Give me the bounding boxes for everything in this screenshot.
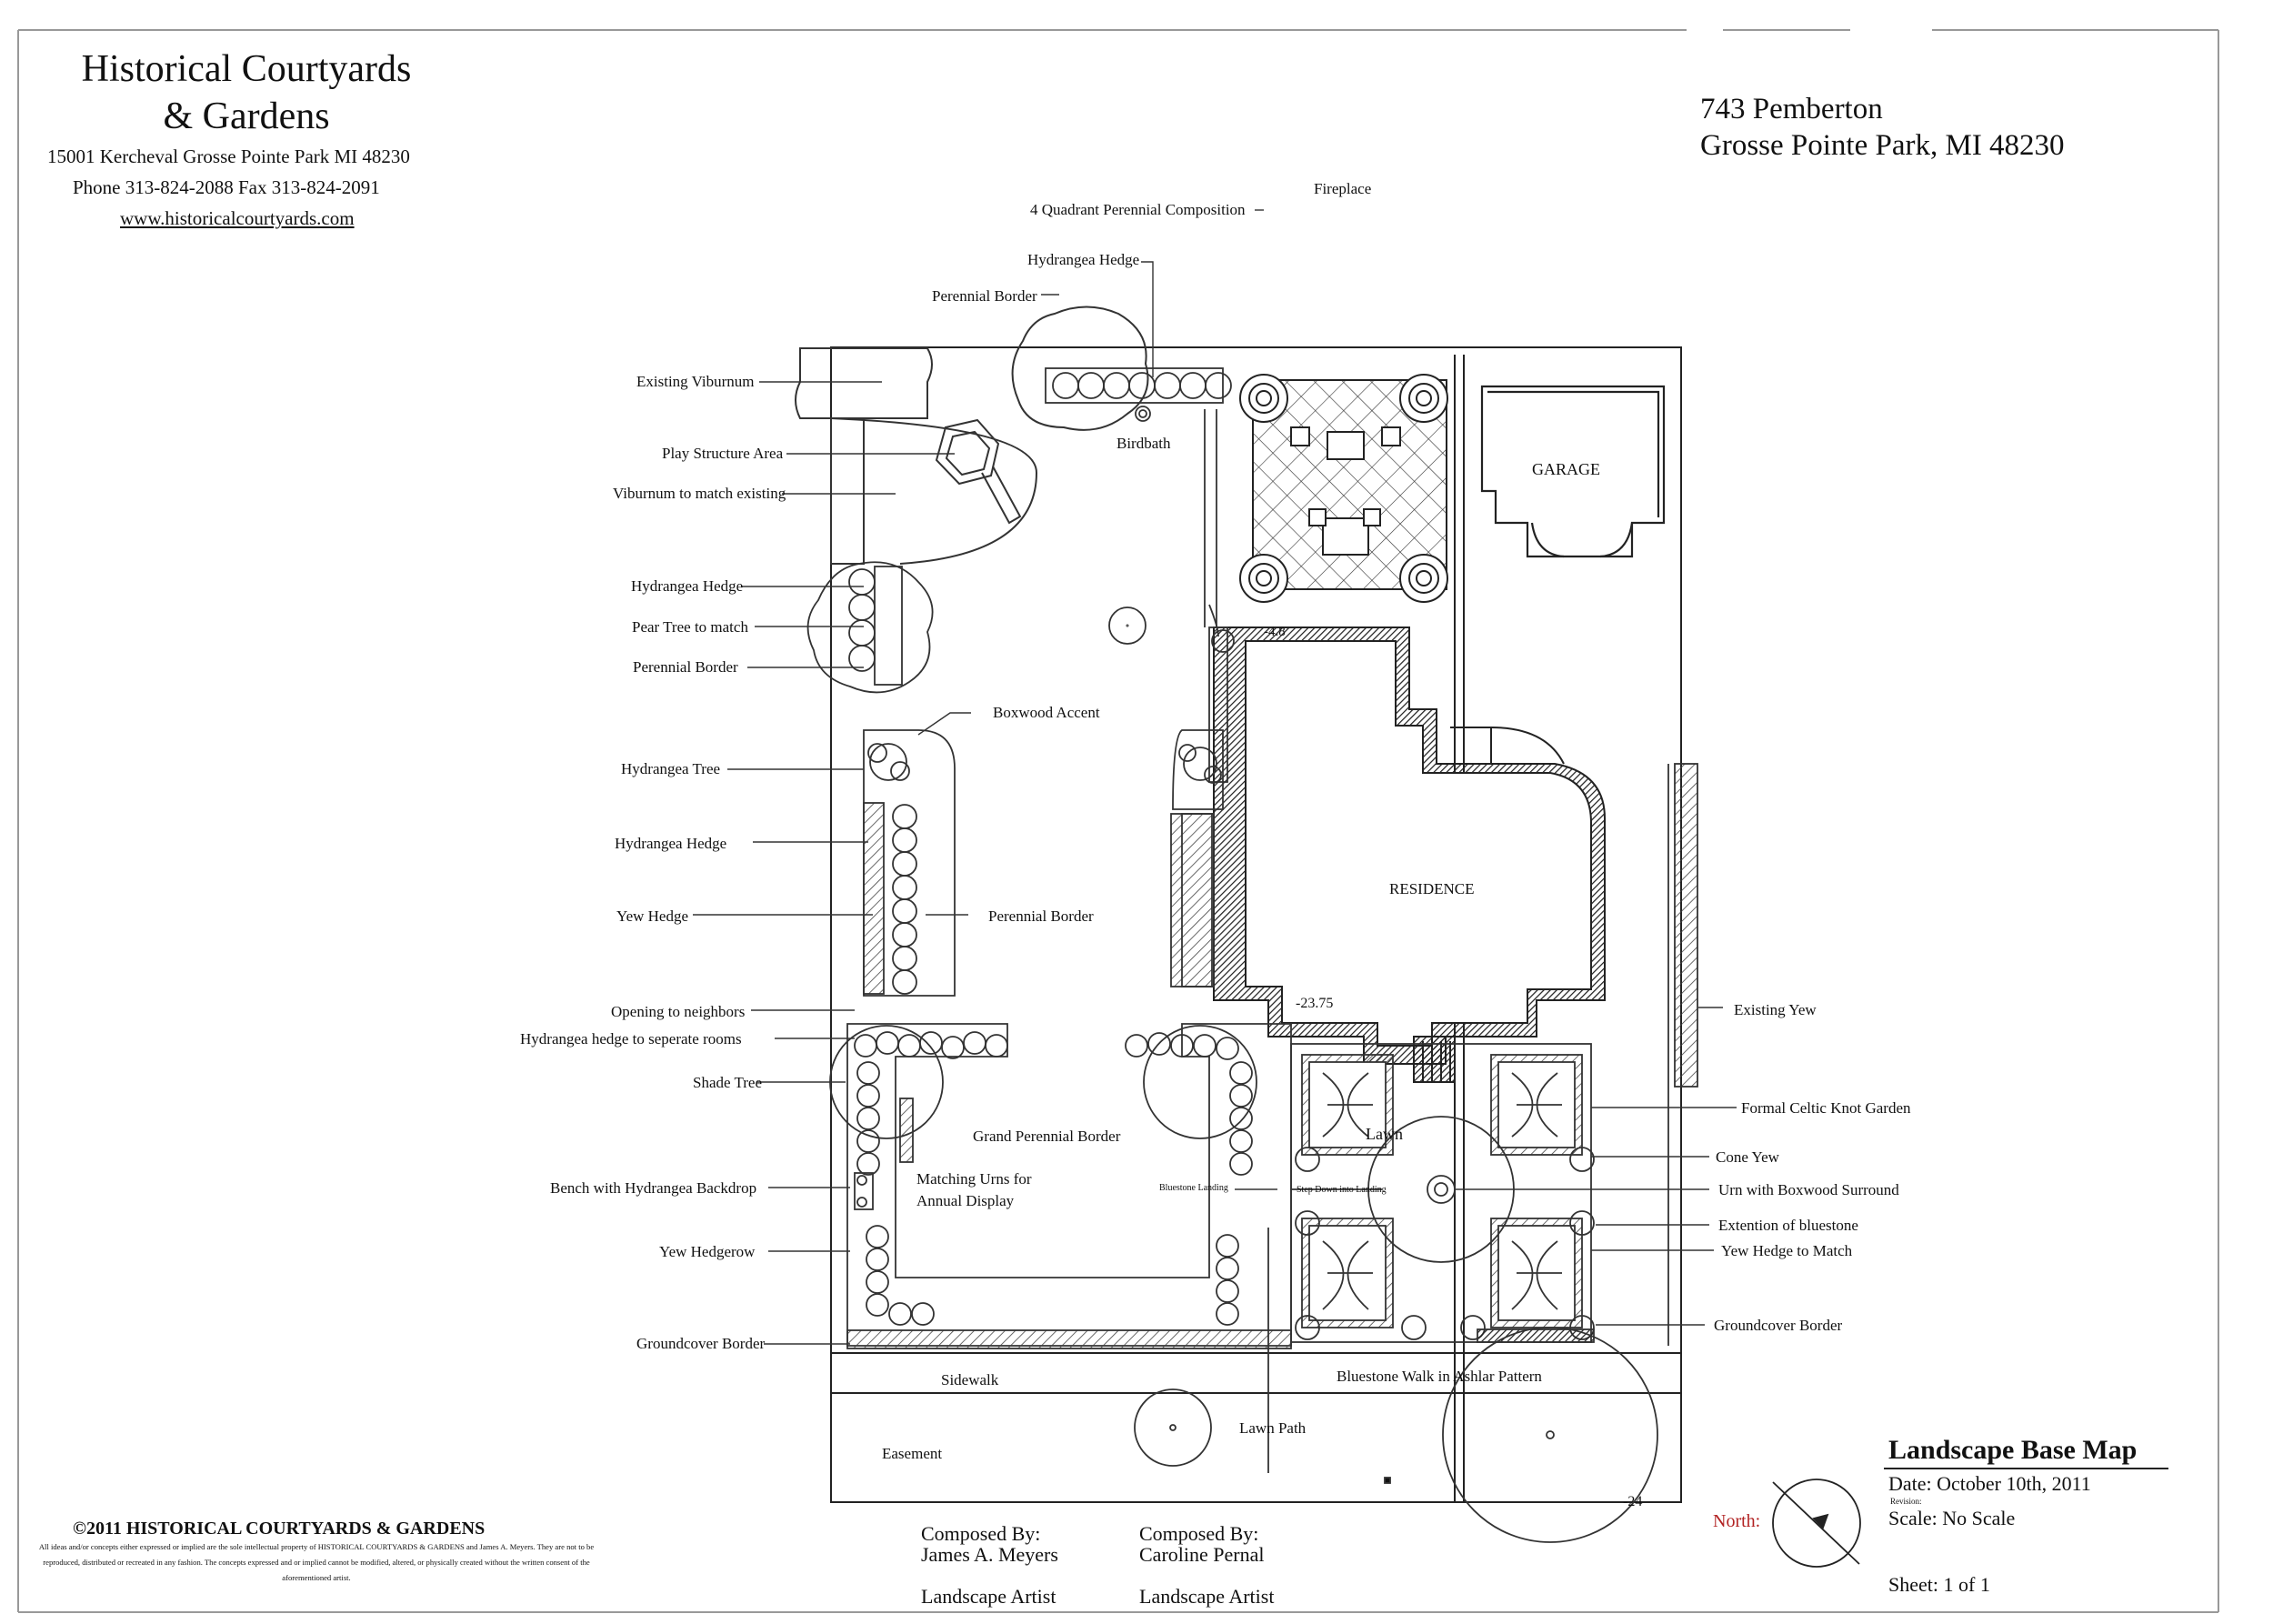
label-elevation-48: -4.8 bbox=[1264, 625, 1286, 639]
grand-perennial-border bbox=[829, 1023, 1292, 1349]
label-lawn-path: Lawn Path bbox=[1239, 1419, 1307, 1437]
residence-side-plantings bbox=[1170, 409, 1235, 987]
label-shade-tree: Shade Tree bbox=[693, 1074, 763, 1091]
existing-yew-strip bbox=[1667, 763, 1698, 1346]
label-4-quadrant: 4 Quadrant Perennial Composition bbox=[1030, 201, 1246, 218]
label-groundcover-left: Groundcover Border bbox=[636, 1335, 766, 1352]
label-garage: GARAGE bbox=[1532, 460, 1600, 478]
label-hydrangea-hedge-3: Hydrangea Hedge bbox=[615, 835, 727, 852]
label-easement: Easement bbox=[882, 1445, 943, 1462]
label-hydrangea-hedge-2: Hydrangea Hedge bbox=[631, 577, 744, 595]
label-hydrangea-hedge-top: Hydrangea Hedge bbox=[1027, 251, 1140, 268]
label-residence: RESIDENCE bbox=[1389, 880, 1475, 897]
label-yew-hedgerow: Yew Hedgerow bbox=[659, 1243, 756, 1260]
firm-name: Historical Courtyards & Gardens bbox=[33, 45, 460, 140]
credit2-role: Landscape Artist bbox=[1139, 1585, 1275, 1608]
label-viburnum-match: Viburnum to match existing bbox=[613, 485, 786, 502]
leader-lines bbox=[693, 209, 1737, 1345]
firm-name-line2: & Gardens bbox=[163, 95, 330, 137]
property-city: Grosse Pointe Park, MI 48230 bbox=[1700, 129, 2065, 162]
label-cone-yew: Cone Yew bbox=[1716, 1148, 1779, 1166]
firm-phone-fax: Phone 313-824-2088 Fax 313-824-2091 bbox=[73, 176, 380, 198]
credit1-name: James A. Meyers bbox=[921, 1543, 1058, 1566]
label-urns-line2: Annual Display bbox=[916, 1192, 1015, 1209]
credit2-label: Composed By: bbox=[1139, 1522, 1259, 1545]
label-birdbath: Birdbath bbox=[1116, 435, 1171, 452]
label-elevation-2375: -23.75 bbox=[1296, 996, 1334, 1011]
label-north: North: bbox=[1713, 1511, 1761, 1531]
firm-website-link[interactable]: www.historicalcourtyards.com bbox=[120, 207, 355, 229]
title-block-scale: Scale: No Scale bbox=[1888, 1507, 2016, 1529]
title-block-sheet: Sheet: 1 of 1 bbox=[1888, 1573, 1990, 1596]
label-step-down: Step Down into Landing bbox=[1297, 1185, 1387, 1195]
credit2-name: Caroline Pernal bbox=[1139, 1543, 1265, 1566]
title-block-date: Date: October 10th, 2011 bbox=[1888, 1472, 2091, 1495]
label-fireplace: Fireplace bbox=[1314, 180, 1372, 197]
garage-structure bbox=[1480, 385, 1666, 558]
credit1-role: Landscape Artist bbox=[921, 1585, 1056, 1608]
label-urns-line1: Matching Urns for bbox=[916, 1170, 1032, 1188]
courtyard-patio bbox=[1239, 374, 1448, 603]
residence-building bbox=[1213, 627, 1606, 1083]
shade-canopy-top bbox=[1011, 306, 1149, 431]
firm-name-line1: Historical Courtyards bbox=[81, 48, 412, 90]
credit1-label: Composed By: bbox=[921, 1522, 1041, 1545]
label-perennial-border-2: Perennial Border bbox=[633, 658, 738, 676]
hydrangea-hedge-top bbox=[1045, 367, 1232, 422]
label-bluestone-walk: Bluestone Walk in Ashlar Pattern bbox=[1337, 1368, 1542, 1385]
label-extention-bluestone: Extention of bluestone bbox=[1718, 1217, 1858, 1234]
firm-address: 15001 Kercheval Grosse Pointe Park MI 48… bbox=[47, 145, 410, 167]
sheet-border bbox=[17, 29, 2219, 1613]
label-grand-perennial: Grand Perennial Border bbox=[973, 1128, 1121, 1145]
label-groundcover-right: Groundcover Border bbox=[1714, 1317, 1843, 1334]
title-block-revision: Revision: bbox=[1890, 1497, 1922, 1506]
label-formal-celtic-knot: Formal Celtic Knot Garden bbox=[1741, 1099, 1911, 1117]
label-yew-hedge-match: Yew Hedge to Match bbox=[1721, 1242, 1853, 1259]
label-existing-yew: Existing Yew bbox=[1734, 1001, 1817, 1018]
label-urn-boxwood: Urn with Boxwood Surround bbox=[1718, 1181, 1899, 1198]
lawn-feature bbox=[1126, 624, 1129, 627]
label-opening-neighbors: Opening to neighbors bbox=[611, 1003, 746, 1020]
left-plantings bbox=[806, 561, 1147, 997]
label-hydrangea-hedge-rooms: Hydrangea hedge to seperate rooms bbox=[520, 1030, 742, 1048]
north-arrow bbox=[1772, 1479, 1861, 1568]
celtic-knot-garden bbox=[1290, 1043, 1595, 1343]
label-perennial-border-3: Perennial Border bbox=[988, 907, 1094, 925]
label-sidewalk: Sidewalk bbox=[941, 1371, 999, 1388]
label-existing-viburnum: Existing Viburnum bbox=[636, 373, 755, 390]
copyright-disclaimer: All ideas and/or concepts either express… bbox=[38, 1542, 595, 1582]
title-block-title: Landscape Base Map bbox=[1888, 1435, 2138, 1465]
label-bluestone-landing: Bluestone Landing bbox=[1159, 1183, 1228, 1193]
label-perennial-border-top: Perennial Border bbox=[932, 287, 1037, 305]
play-structure bbox=[935, 418, 1022, 525]
label-lawn: Lawn bbox=[1366, 1125, 1403, 1143]
label-bench: Bench with Hydrangea Backdrop bbox=[550, 1179, 757, 1197]
property-street: 743 Pemberton bbox=[1700, 93, 1883, 125]
label-pear-tree: Pear Tree to match bbox=[632, 618, 748, 636]
label-hydrangea-tree: Hydrangea Tree bbox=[621, 760, 721, 777]
label-boxwood-accent: Boxwood Accent bbox=[993, 704, 1100, 721]
copyright-line: ©2011 HISTORICAL COURTYARDS & GARDENS bbox=[73, 1519, 486, 1539]
label-yew-hedge: Yew Hedge bbox=[616, 907, 689, 925]
street-trees bbox=[1134, 1228, 1658, 1543]
label-play-structure: Play Structure Area bbox=[662, 445, 784, 462]
label-elevation-24: -24 bbox=[1623, 1494, 1643, 1509]
